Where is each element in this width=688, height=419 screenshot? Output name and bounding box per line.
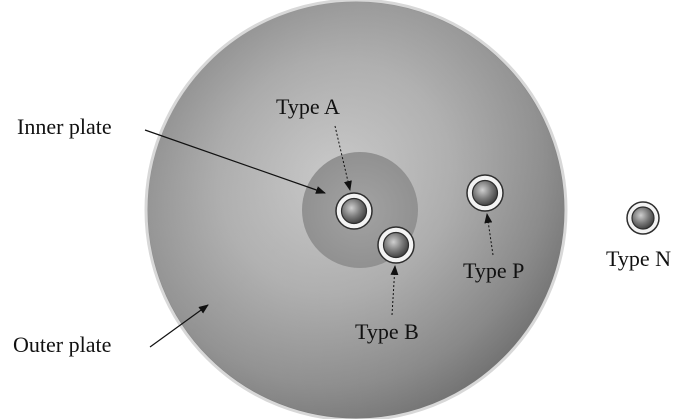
type-b-pointer (390, 265, 399, 316)
sensor-type-b (377, 226, 415, 264)
label-type-a: Type A (276, 94, 340, 119)
sensor-type-p (466, 174, 504, 212)
type-a-pointer (334, 125, 352, 191)
label-inner-plate: Inner plate (17, 114, 112, 139)
outer-plate-arrow (149, 304, 209, 348)
sensor-type-n (626, 201, 660, 235)
type-p-pointer (484, 213, 494, 256)
label-type-p: Type P (463, 258, 524, 283)
label-type-b: Type B (355, 319, 419, 344)
sensor-type-a (335, 192, 373, 230)
inner-plate-arrow (144, 129, 326, 194)
label-outer-plate: Outer plate (13, 332, 111, 357)
label-type-n: Type N (606, 246, 671, 271)
